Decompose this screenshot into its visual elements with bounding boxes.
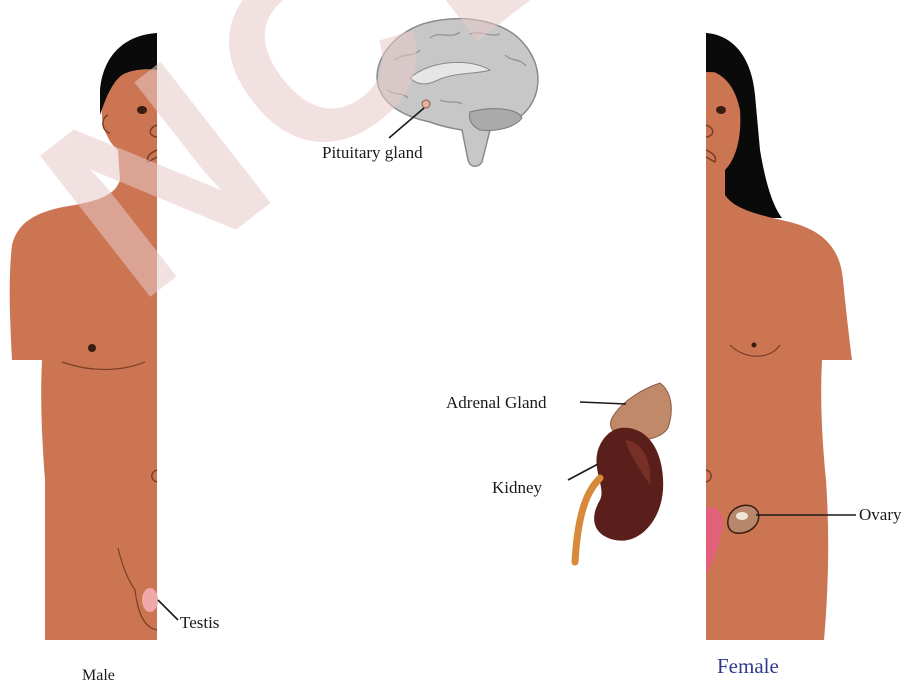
female-body bbox=[706, 70, 852, 640]
label-kidney: Kidney bbox=[492, 478, 542, 498]
kidney-illustration bbox=[568, 383, 671, 562]
kidney-pointer bbox=[568, 464, 598, 480]
female-eye bbox=[716, 106, 726, 114]
female-nipple bbox=[752, 343, 757, 348]
pituitary-organ bbox=[422, 100, 430, 108]
label-pituitary-gland: Pituitary gland bbox=[322, 143, 423, 163]
male-eye bbox=[137, 106, 147, 114]
male-figure bbox=[10, 33, 178, 640]
label-adrenal-gland: Adrenal Gland bbox=[446, 393, 547, 413]
ovary-highlight bbox=[736, 512, 748, 520]
caption-female: Female bbox=[717, 654, 779, 679]
label-testis: Testis bbox=[180, 613, 219, 633]
brain-cerebellum bbox=[469, 109, 522, 131]
testis-organ bbox=[142, 588, 158, 612]
testis-pointer bbox=[158, 600, 178, 620]
adrenal-pointer bbox=[580, 402, 626, 404]
caption-male: Male bbox=[82, 667, 115, 685]
label-ovary: Ovary bbox=[859, 505, 901, 525]
male-nipple bbox=[88, 344, 96, 352]
female-figure bbox=[706, 33, 856, 640]
male-body bbox=[10, 40, 157, 640]
